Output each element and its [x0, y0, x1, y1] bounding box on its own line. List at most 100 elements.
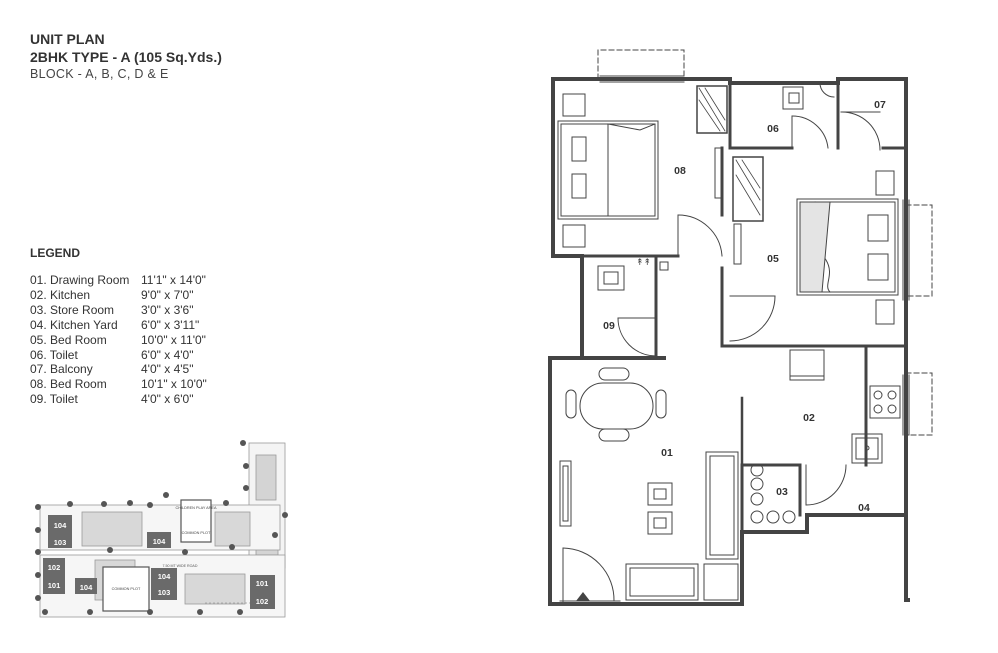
- legend-item: 09. Toilet 4'0" x 6'0": [30, 392, 207, 407]
- legend-room-size: 9'0" x 7'0": [141, 287, 194, 302]
- tree-icon: [240, 440, 246, 446]
- wc-bowl: [788, 92, 800, 104]
- tree-icon: [229, 544, 235, 550]
- tree-icon: [237, 609, 243, 615]
- legend-room-name: 05. Bed Room: [30, 332, 107, 347]
- legend-room-name: 09. Toilet: [30, 392, 78, 407]
- tree-icon: [272, 532, 278, 538]
- keyplan-unit-label: 104: [80, 583, 93, 592]
- sofa: [625, 451, 739, 601]
- tree-icon: [282, 512, 288, 518]
- keyplan-unit-label: 104: [54, 521, 67, 530]
- keyplan-unit-label: 104: [158, 572, 171, 581]
- shower-icon: ↟↟: [636, 257, 651, 267]
- dresser: [714, 147, 723, 199]
- legend-room-size: 10'0" x 11'0": [141, 332, 206, 347]
- legend-item: 06. Toilet 6'0" x 4'0": [30, 348, 207, 363]
- wardrobe-hatch: [698, 87, 726, 132]
- keyplan-building: [255, 454, 277, 501]
- tv-unit: [559, 460, 572, 527]
- wc-icon: [782, 86, 804, 110]
- legend-room-name: 02. Kitchen: [30, 287, 91, 302]
- room-label-07: 07: [874, 99, 886, 111]
- tree-icon: [147, 502, 153, 508]
- tree-icon: [127, 500, 133, 506]
- tree-icon: [182, 549, 188, 555]
- side-table: [562, 224, 586, 248]
- wardrobe: [696, 85, 728, 134]
- wc-icon: [597, 265, 625, 291]
- keyplan-children-label: CHILDREN PLAY AREA: [175, 506, 216, 510]
- side-table: [875, 299, 895, 325]
- keyplan-common-plot: [102, 566, 150, 612]
- keyplan-building: [184, 573, 246, 605]
- windows: [559, 75, 910, 602]
- legend-room-size: 6'0" x 4'0": [141, 347, 194, 362]
- unit-type: 2BHK TYPE - A (105 Sq.Yds.): [30, 49, 222, 65]
- wc-bowl: [603, 271, 619, 285]
- wardrobe-hatch: [735, 159, 761, 216]
- keyplan-road-label: 7.50 MT WIDE ROAD: [163, 564, 198, 568]
- block-list: BLOCK - A, B, C, D & E: [30, 67, 169, 81]
- keyplan-unit-label: 104: [153, 537, 166, 546]
- tree-icon: [35, 527, 41, 533]
- tree-icon: [163, 492, 169, 498]
- keyplan-unit-label: 103: [158, 588, 171, 597]
- tree-icon: [223, 500, 229, 506]
- legend-room-size: 4'0" x 6'0": [141, 392, 194, 407]
- sink-icon: [851, 433, 883, 464]
- tree-icon: [107, 547, 113, 553]
- legend-item: 02. Kitchen 9'0" x 7'0": [30, 288, 207, 303]
- tree-icon: [42, 609, 48, 615]
- dresser: [733, 223, 742, 265]
- keyplan-unit: [147, 532, 171, 548]
- room-label-08: 08: [674, 165, 686, 177]
- wardrobe: [732, 156, 764, 222]
- outer-walls: [548, 77, 910, 606]
- room-label-03: 03: [776, 486, 788, 498]
- legend-room-size: 11'1" x 14'0": [141, 273, 206, 287]
- internal-walls: [551, 77, 908, 534]
- legend-room-name: 06. Toilet: [30, 347, 78, 362]
- bed-05: [796, 198, 899, 296]
- tree-icon: [35, 595, 41, 601]
- tree-icon: [197, 609, 203, 615]
- keyplan-common-plot-label: COMMON PLOT: [112, 587, 141, 591]
- tree-icon: [67, 501, 73, 507]
- keyplan-unit: [250, 575, 275, 609]
- legend-room-size: 4'0" x 4'5": [141, 362, 194, 377]
- keyplan-unit-label: 102: [48, 563, 61, 572]
- tree-icon: [35, 504, 41, 510]
- store-shelves: [750, 463, 796, 524]
- keyplan-unit: [151, 568, 177, 600]
- room-label-09: 09: [603, 320, 615, 332]
- side-table: [562, 93, 586, 117]
- keyplan-unit-label: 101: [256, 579, 269, 588]
- keyplan-common-plot-label: COMMON PLOT: [182, 531, 211, 535]
- floor-trap: [659, 261, 669, 271]
- bed-08: [557, 120, 659, 220]
- tree-icon: [243, 485, 249, 491]
- keyplan-unit: [75, 578, 97, 594]
- room-label-01: 01: [661, 447, 673, 459]
- legend-room-name: 07. Balcony: [30, 362, 93, 377]
- keyplan-building: [81, 511, 143, 547]
- plan-title: UNIT PLAN: [30, 31, 105, 47]
- tree-icon: [243, 463, 249, 469]
- legend-room-size: 6'0" x 3'11": [141, 317, 200, 332]
- room-label-05: 05: [767, 253, 779, 265]
- keyplan-unit-label: 102: [256, 597, 269, 606]
- tree-icon: [87, 609, 93, 615]
- keyplan-unit-label: 103: [54, 538, 67, 547]
- legend-room-name: 04. Kitchen Yard: [30, 317, 118, 332]
- room-label-06: 06: [767, 123, 779, 135]
- tree-icon: [147, 609, 153, 615]
- keyplan-children-play-area: [180, 499, 212, 543]
- tv-screen: [562, 465, 569, 522]
- keyplan-unit: [48, 515, 72, 548]
- legend-heading: LEGEND: [30, 246, 81, 260]
